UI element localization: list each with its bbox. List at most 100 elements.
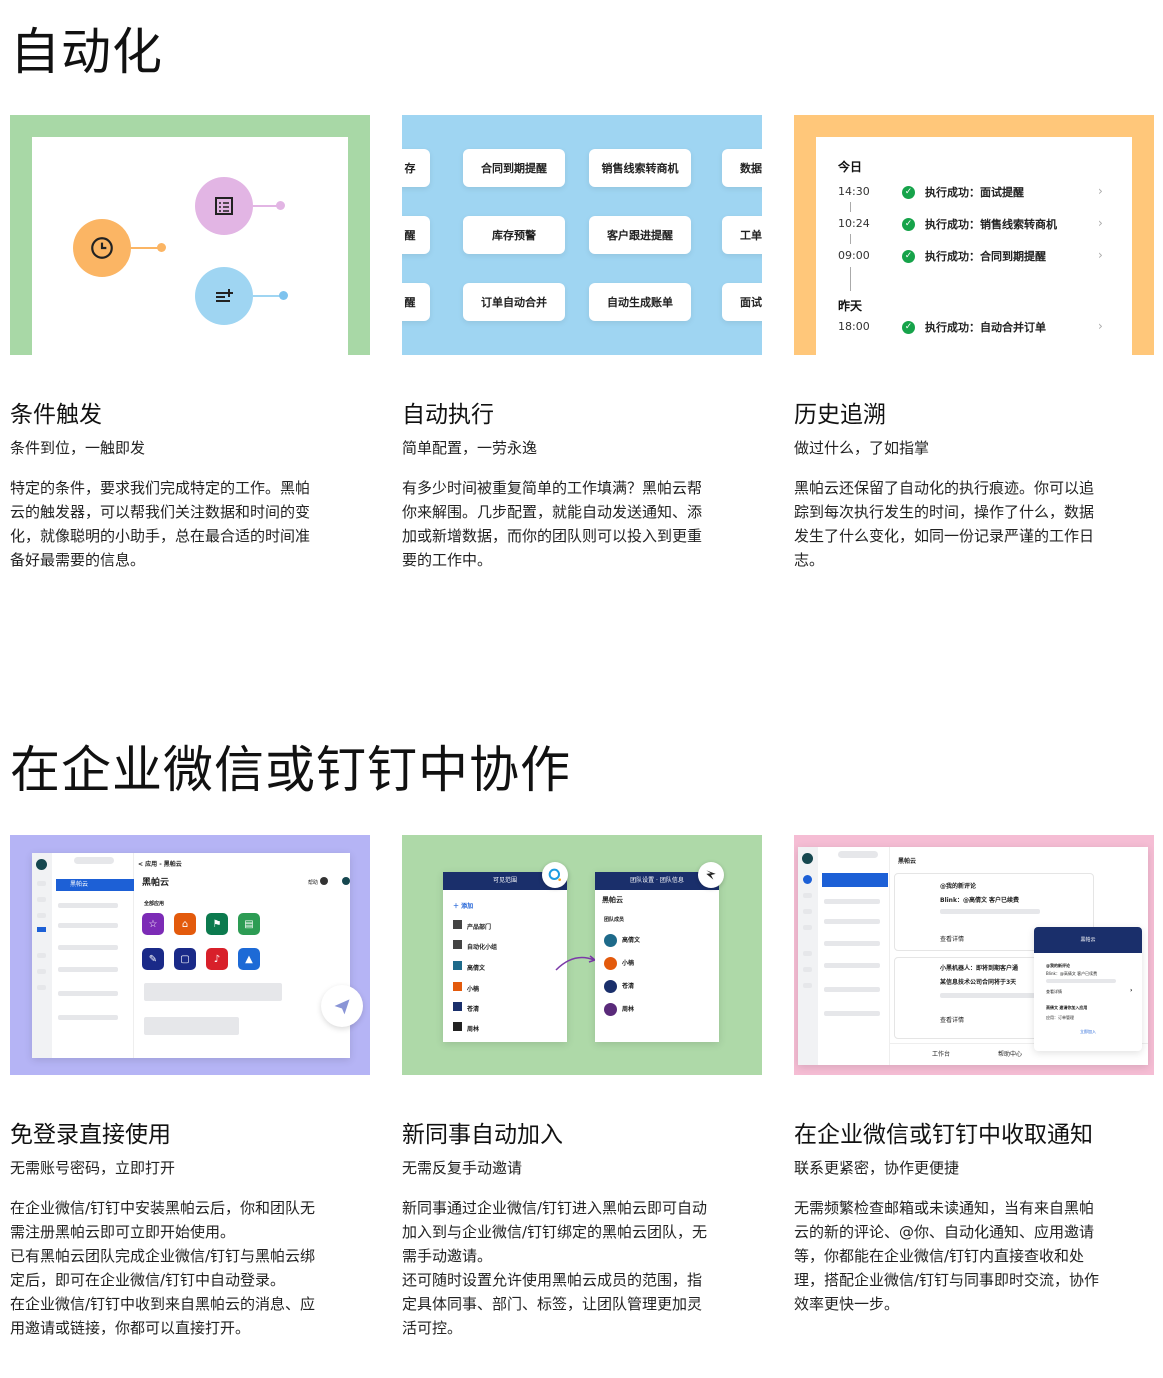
card-description: 新同事通过企业微信/钉钉进入黑帕云即可自动加入到与企业微信/钉钉绑定的黑帕云团队… [402,1199,708,1337]
no-login-illustration: 黑帕云 < 应用 - 黑帕云 黑帕云 帮助 全部应用 ☆ ⌂ ⚑ ▤ ✎ ▢ ♪… [10,835,370,1075]
member-row: 苍清 [604,980,634,993]
app-icon[interactable]: ▤ [238,913,260,935]
pill: 面试 [722,283,762,321]
tab-help-center[interactable]: 帮助中心 [998,1051,1023,1058]
card-no-login: 黑帕云 < 应用 - 黑帕云 黑帕云 帮助 全部应用 ☆ ⌂ ⚑ ▤ ✎ ▢ ♪… [10,835,370,1340]
member-row: 苍清 [453,1002,479,1013]
pill: 客户跟进提醒 [589,216,691,254]
pill: 合同到期提醒 [463,149,565,187]
popup-title: @我的新评论 [1046,963,1070,968]
history-item[interactable]: ✓执行成功：自动合并订单 [902,319,1046,335]
check-icon: ✓ [902,217,915,231]
auto-join-illustration: 可见范围 ＋ 添加 产品部门 自动化小组 高倩文 小楠 苍清 周林 团队设置 ·… [402,835,762,1075]
comment-body: Blink：@高倩文 客户已续费 [940,897,1020,904]
notification-popup: 黑帕云 @我的新评论 Blink：@高倩文 客户已续费 查看详情 › 高倩文 邀… [1034,927,1142,1051]
send-icon [321,985,363,1027]
card-auto-join: 可见范围 ＋ 添加 产品部门 自动化小组 高倩文 小楠 苍清 周林 团队设置 ·… [402,835,762,1340]
pill: 销售线索转商机 [589,149,691,187]
form-icon [195,177,253,235]
execute-illustration: 存 合同到期提醒 销售线索转商机 数据 醒 库存预警 客户跟进提醒 工单 醒 订… [402,115,762,355]
wecom-icon [542,862,568,888]
check-icon: ✓ [902,249,915,263]
view-detail-link[interactable]: 查看详情 [940,1017,965,1024]
visibility-window: 可见范围 ＋ 添加 产品部门 自动化小组 高倩文 小楠 苍清 周林 [443,872,567,1042]
history-yesterday-label: 昨天 [838,299,863,313]
history-time: 18:00 [838,320,870,333]
popup-view-link[interactable]: 查看详情 [1046,989,1062,994]
pill: 订单自动合并 [463,283,565,321]
check-icon: ✓ [902,185,915,199]
card-title: 新同事自动加入 [402,1122,563,1148]
member-row: 周林 [604,1003,634,1016]
pill: 工单 [722,216,762,254]
comment-title: @我的新评论 [940,883,977,890]
help-link[interactable]: 帮助 [308,880,319,886]
history-time: 09:00 [838,249,870,262]
popup-app: 应用：订单管理 [1046,1015,1074,1020]
app-icon[interactable]: ▲ [238,948,260,970]
history-time: 10:24 [838,217,870,230]
add-member-button[interactable]: ＋ 添加 [453,903,474,910]
sidebar-item-active[interactable] [822,873,888,887]
pill: 醒 [402,283,430,321]
pill: 醒 [402,216,430,254]
card-subtitle: 无需反复手动邀请 [402,1159,523,1177]
member-row: 小楠 [604,957,634,970]
notifications-illustration: 黑帕云 @我的新评论 Blink：@高倩文 客户已续费 查看详情 小黑机器人：即… [794,835,1154,1075]
card-description: 有多少时间被重复简单的工作填满？黑帕云帮你来解围。几步配置，就能自动发送通知、添… [402,479,703,569]
breadcrumb[interactable]: < 应用 - 黑帕云 [138,861,182,868]
list-add-icon [195,267,253,325]
card-description: 特定的条件，要求我们完成特定的工作。黑帕云的触发器，可以帮我们关注数据和时间的变… [10,479,311,569]
card-title: 自动执行 [402,402,494,428]
history-time: 14:30 [838,185,870,198]
brand-logo: 黑帕云 [602,896,623,904]
app-icon[interactable]: ⌂ [174,913,196,935]
card-title: 历史追溯 [794,402,886,428]
card-title: 条件触发 [10,402,102,428]
join-button[interactable]: 立即加入 [1080,1029,1096,1034]
app-icon[interactable]: ☆ [142,913,164,935]
bot-title: 小黑机器人：即将到期客户通 [940,965,1019,972]
window-header: 可见范围 [443,872,567,890]
arrow-icon [555,955,597,971]
window-header: 团队设置 · 团队信息 [595,872,719,890]
trigger-illustration [10,115,370,355]
card-notifications: 黑帕云 @我的新评论 Blink：@高倩文 客户已续费 查看详情 小黑机器人：即… [794,835,1154,1316]
member-row: 小楠 [453,982,479,993]
card-description: 在企业微信/钉钉中安装黑帕云后，你和团队无需注册黑帕云即可立即开始使用。 已有黑… [10,1199,316,1337]
member-row: 产品部门 [453,920,491,931]
card-condition-trigger: 条件触发 条件到位，一触即发 特定的条件，要求我们完成特定的工作。黑帕云的触发器… [10,115,370,572]
brand-logo: 黑帕云 [898,858,917,865]
chevron-right-icon: › [1098,319,1103,333]
history-item[interactable]: ✓执行成功：面试提醒 [902,184,1024,200]
card-title: 在企业微信或钉钉中收取通知 [794,1122,1093,1148]
app-icon[interactable]: ♪ [206,948,228,970]
card-description: 黑帕云还保留了自动化的执行痕迹。你可以追踪到每次执行发生的时间，操作了什么，数据… [794,479,1095,569]
history-today-label: 今日 [838,160,863,174]
member-row: 高倩文 [604,934,640,947]
app-icon[interactable]: ▢ [174,948,196,970]
history-item[interactable]: ✓执行成功：合同到期提醒 [902,248,1046,264]
app-window: 黑帕云 < 应用 - 黑帕云 黑帕云 帮助 全部应用 ☆ ⌂ ⚑ ▤ ✎ ▢ ♪… [32,853,350,1058]
avatar [802,853,813,864]
app-icon[interactable]: ⚑ [206,913,228,935]
pill: 自动生成账单 [589,283,691,321]
check-icon: ✓ [902,320,915,334]
history-item[interactable]: ✓执行成功：销售线索转商机 [902,216,1057,232]
section-title-collab: 在企业微信或钉钉中协作 [10,741,571,799]
view-detail-link[interactable]: 查看详情 [940,936,965,943]
popup-body: Blink：@高倩文 客户已续费 [1046,971,1098,976]
chevron-right-icon: › [1098,216,1103,230]
card-description: 无需频繁检查邮箱或未读通知，当有来自黑帕云的新的评论、@你、自动化通知、应用邀请… [794,1199,1100,1313]
card-title: 免登录直接使用 [10,1122,171,1148]
card-subtitle: 简单配置，一劳永逸 [402,439,538,457]
member-row: 自动化小组 [453,940,497,951]
chevron-right-icon: › [1098,184,1103,198]
dingtalk-icon [698,862,724,888]
card-subtitle: 无需账号密码，立即打开 [10,1159,176,1177]
bot-body: 某信息技术公司合同将于3天 [940,979,1017,986]
tab-workbench[interactable]: 工作台 [932,1051,951,1058]
card-auto-execute: 存 合同到期提醒 销售线索转商机 数据 醒 库存预警 客户跟进提醒 工单 醒 订… [402,115,762,572]
sidebar-item-active[interactable]: 黑帕云 [56,879,134,891]
app-icon[interactable]: ✎ [142,948,164,970]
